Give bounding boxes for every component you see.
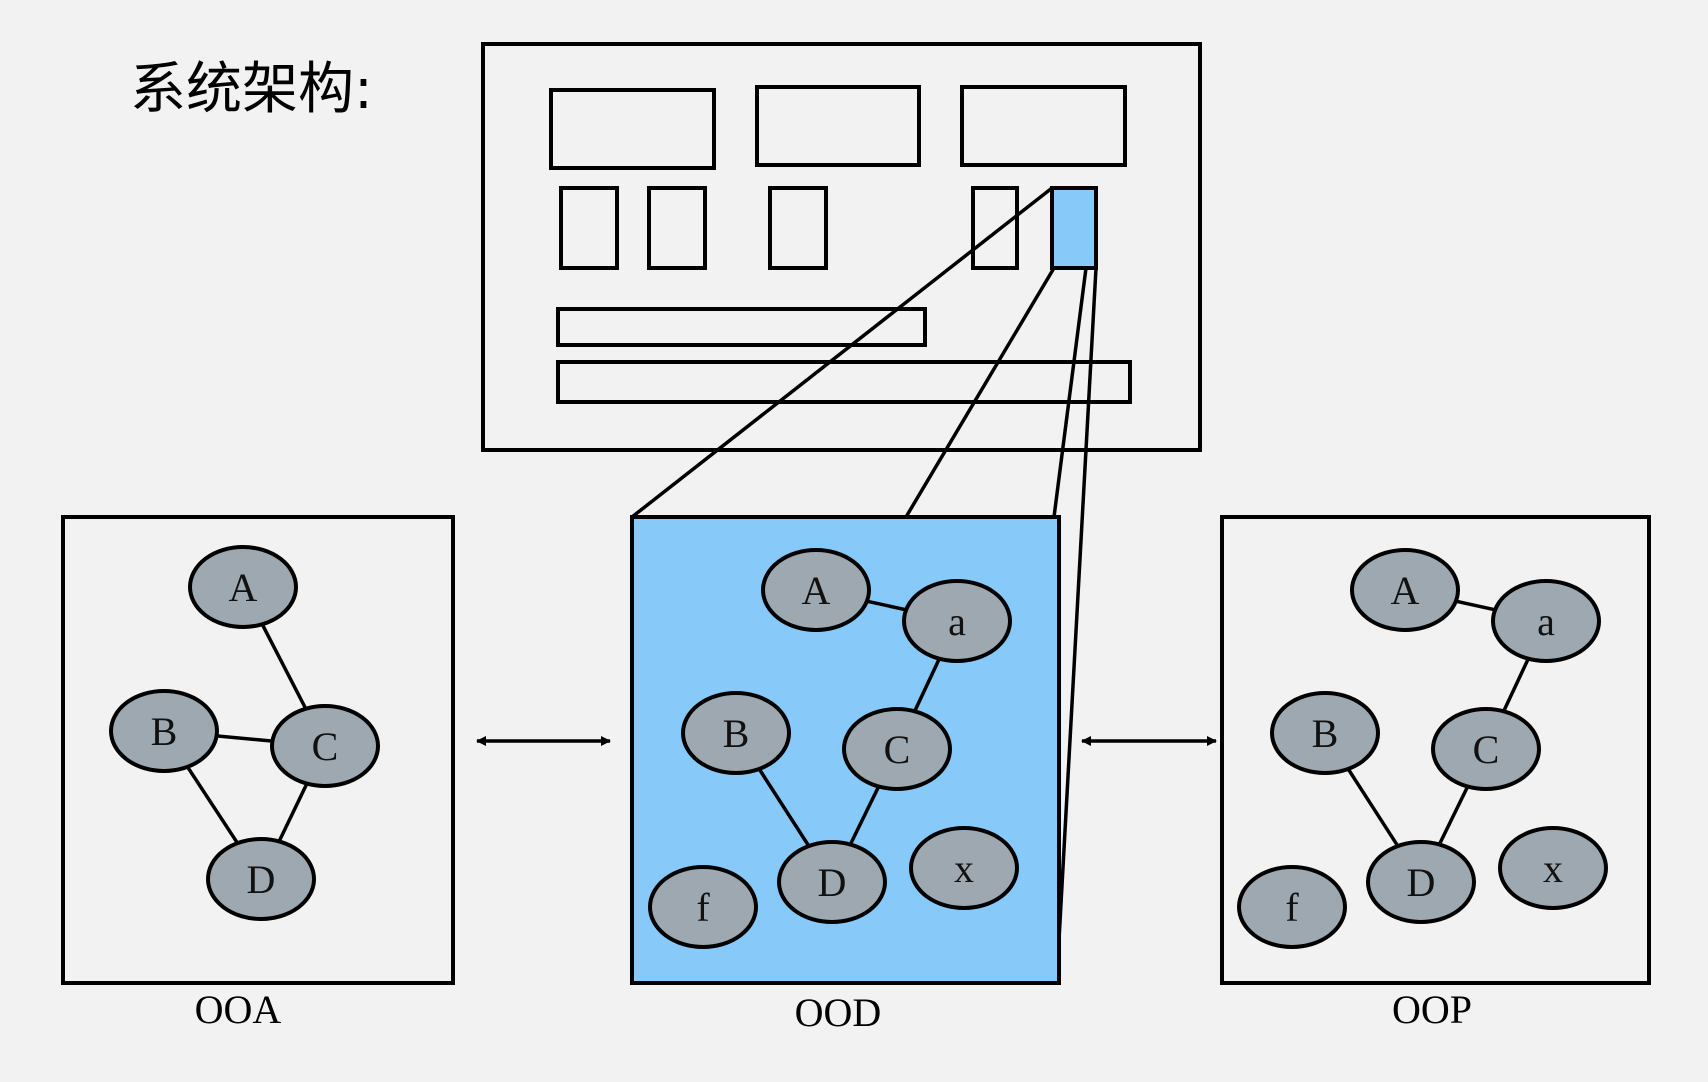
node-label: C	[1473, 727, 1500, 772]
node-f: f	[648, 865, 758, 949]
projection-line	[630, 186, 1054, 519]
node-label: C	[312, 724, 339, 769]
arch-module-3	[960, 85, 1127, 167]
node-B: B	[1270, 691, 1380, 775]
node-ellipse	[206, 837, 316, 921]
node-label: f	[696, 885, 710, 930]
node-B: B	[681, 691, 791, 775]
node-ellipse	[109, 689, 219, 773]
node-ellipse	[1498, 826, 1608, 910]
node-label: D	[818, 860, 847, 905]
node-C: C	[1431, 707, 1541, 791]
node-label: D	[1407, 860, 1436, 905]
node-label: x	[1543, 846, 1563, 891]
node-x: x	[1498, 826, 1608, 910]
node-B: B	[109, 689, 219, 773]
node-ellipse	[1431, 707, 1541, 791]
node-A: A	[1350, 548, 1460, 632]
node-A: A	[761, 548, 871, 632]
node-label: C	[884, 727, 911, 772]
node-ellipse	[270, 704, 380, 788]
node-D: D	[206, 837, 316, 921]
node-label: D	[247, 857, 276, 902]
projection-line	[1052, 267, 1088, 518]
node-ellipse	[1491, 579, 1601, 663]
architecture-frame	[481, 42, 1202, 452]
arch-component-4	[971, 186, 1019, 270]
node-f: f	[1237, 865, 1347, 949]
panel-label-ood: OOD	[795, 990, 882, 1035]
ooa-graph: A B C D	[109, 545, 380, 921]
node-label: a	[948, 599, 966, 644]
node-label: A	[229, 565, 258, 610]
arch-layer-2	[556, 360, 1132, 404]
node-ellipse	[1366, 840, 1476, 924]
node-label: f	[1285, 885, 1299, 930]
panel-oop	[1220, 515, 1651, 985]
node-ellipse	[761, 548, 871, 632]
node-label: x	[954, 846, 974, 891]
node-ellipse	[909, 826, 1019, 910]
node-A: A	[188, 545, 298, 629]
arch-component-1	[559, 186, 619, 270]
architecture-block	[481, 42, 1202, 452]
node-ellipse	[777, 840, 887, 924]
node-label: B	[723, 711, 750, 756]
panel-ooa	[61, 515, 455, 985]
node-ellipse	[188, 545, 298, 629]
panel-label-oop: OOP	[1392, 987, 1472, 1032]
projection-line	[1057, 267, 1098, 941]
node-x: x	[909, 826, 1019, 910]
arch-module-2	[755, 85, 921, 167]
arch-component-selected	[1050, 186, 1098, 270]
node-ellipse	[648, 865, 758, 949]
node-C: C	[270, 704, 380, 788]
panel-label-ooa: OOA	[195, 987, 282, 1032]
projection-line	[904, 267, 1056, 518]
zoom-projection-lines	[630, 186, 1098, 941]
node-label: a	[1537, 599, 1555, 644]
node-ellipse	[902, 579, 1012, 663]
node-D: D	[777, 840, 887, 924]
node-ellipse	[1350, 548, 1460, 632]
node-C: C	[842, 707, 952, 791]
arch-component-3	[768, 186, 828, 270]
arch-component-2	[647, 186, 707, 270]
node-ellipse	[842, 707, 952, 791]
node-ellipse	[1270, 691, 1380, 775]
node-a: a	[902, 579, 1012, 663]
node-label: B	[1312, 711, 1339, 756]
node-ellipse	[681, 691, 791, 775]
diagram-title: 系统架构:	[130, 57, 373, 122]
node-label: A	[802, 568, 831, 613]
node-label: A	[1391, 568, 1420, 613]
node-ellipse	[1237, 865, 1347, 949]
node-a: a	[1491, 579, 1601, 663]
arch-module-1	[549, 88, 716, 170]
node-D: D	[1366, 840, 1476, 924]
arch-layer-1	[556, 307, 927, 347]
node-label: B	[151, 709, 178, 754]
